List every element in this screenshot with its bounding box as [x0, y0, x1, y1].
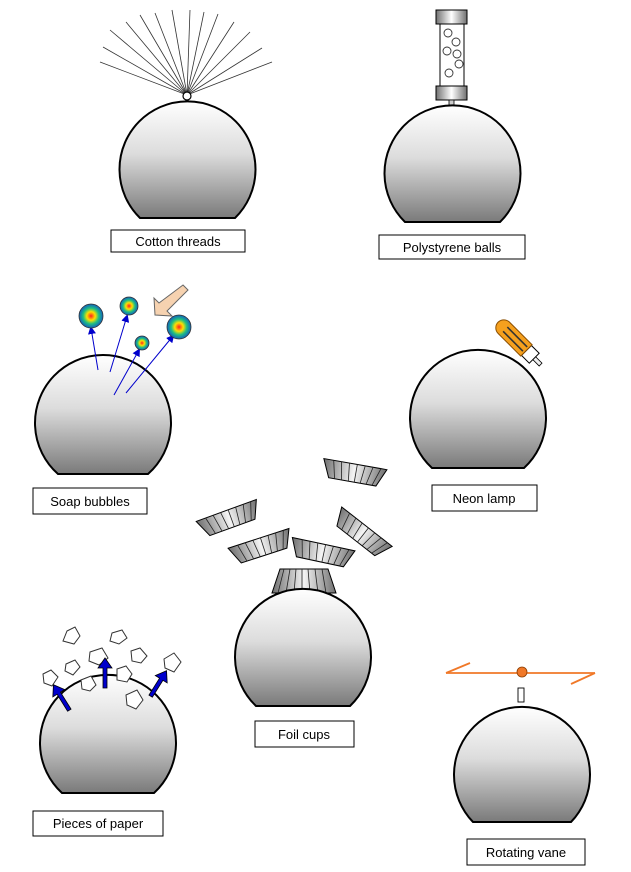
polystyrene-ball — [444, 68, 454, 78]
label-box-rotating-vane — [466, 838, 586, 866]
blowing-direction-arrow-icon — [153, 284, 189, 317]
label-neon-lamp: Neon lamp — [453, 491, 516, 506]
vane-post — [517, 687, 525, 703]
neon-lamp-icon — [495, 319, 543, 367]
polystyrene-ball — [443, 28, 453, 38]
polystyrene-ball — [442, 46, 452, 56]
soap-bubble — [78, 303, 104, 329]
label-box-neon-lamp — [431, 484, 538, 512]
dome-neon-lamp — [409, 348, 547, 469]
tube-bottom-cap — [435, 85, 468, 101]
up-arrows — [52, 657, 168, 712]
label-pieces-of-paper: Pieces of paper — [53, 816, 144, 831]
dome-rotating-vane — [453, 705, 591, 823]
tube-top-cap — [435, 9, 468, 25]
polystyrene-ball — [452, 49, 462, 59]
polystyrene-ball — [454, 59, 464, 69]
tube-post — [448, 99, 455, 106]
label-box-soap-bubbles — [32, 487, 148, 515]
cotton-threads — [99, 9, 273, 96]
dome-polystyrene-balls — [383, 104, 522, 223]
foil-cup — [195, 498, 257, 537]
foil-cup — [336, 506, 394, 557]
label-soap-bubbles: Soap bubbles — [50, 494, 130, 509]
polystyrene-balls-group: Polystyrene balls — [378, 9, 526, 260]
rotating-vane-group: Rotating vane — [445, 662, 596, 866]
soap-bubble — [134, 335, 150, 351]
label-foil-cups: Foil cups — [278, 727, 331, 742]
label-rotating-vane: Rotating vane — [486, 845, 566, 860]
up-arrow-icon — [97, 657, 113, 689]
foil-cups-group: Foil cups — [195, 457, 394, 748]
cotton-threads-group: Cotton threads — [99, 9, 273, 253]
soap-bubble — [166, 314, 192, 340]
dome-pieces-of-paper — [39, 673, 177, 794]
dome-cotton-threads — [118, 100, 257, 219]
dome-soap-bubbles — [34, 354, 172, 475]
label-box-cotton-threads — [110, 229, 246, 253]
pieces-of-paper-group: Pieces of paper — [32, 626, 182, 837]
rotating-vane-icon — [445, 662, 596, 685]
neon-lamp-group: Neon lamp — [409, 319, 547, 512]
label-box-polystyrene-balls — [378, 234, 526, 260]
vane-pivot — [516, 666, 528, 678]
foil-cup — [291, 536, 356, 568]
up-arrow-icon — [52, 684, 72, 712]
foil-cup — [227, 527, 290, 564]
dome-foil-cups — [234, 587, 372, 707]
foil-cup — [323, 457, 388, 487]
soap-bubbles-group: Soap bubbles — [32, 284, 192, 515]
bubble-paths — [88, 314, 175, 396]
polystyrene-ball — [451, 37, 461, 47]
label-cotton-threads: Cotton threads — [135, 234, 221, 249]
paper-pieces — [42, 626, 182, 710]
label-polystyrene-balls: Polystyrene balls — [403, 240, 502, 255]
up-arrow-icon — [148, 670, 168, 698]
thread-anchor — [182, 91, 192, 101]
label-box-pieces-of-paper — [32, 810, 164, 837]
label-box-foil-cups — [254, 720, 355, 748]
soap-bubble — [119, 296, 139, 316]
